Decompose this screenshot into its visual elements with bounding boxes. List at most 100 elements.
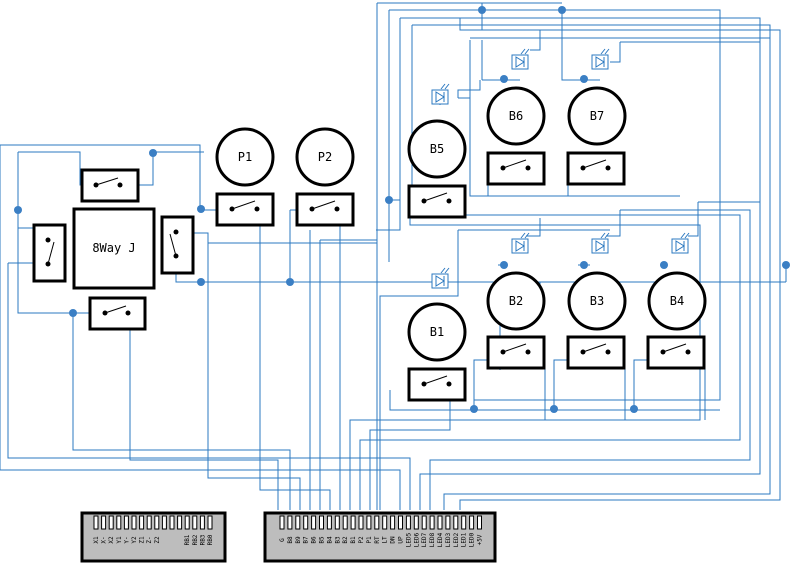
led-5 <box>591 232 610 254</box>
connector-right-pin-label: LED2 <box>453 532 460 547</box>
connector-right-pin-label: LED8 <box>429 532 436 547</box>
connector-right-pin: LED1 <box>461 515 468 547</box>
connector-right-pin: LED8 <box>429 515 436 547</box>
connector-right-pin-label: +5V <box>477 534 484 545</box>
connector-right-pin: LT <box>382 515 389 544</box>
connector-right-pin: LED4 <box>437 515 444 547</box>
connector-left-pin: Y1 <box>116 515 123 544</box>
button-p2-cap <box>295 127 355 187</box>
connector-left-pin-label: Y1 <box>116 536 123 544</box>
connector-right-pin: UP <box>398 515 405 544</box>
button-b3-switch <box>566 335 626 370</box>
connector-left-pin-label: RB1 <box>184 534 191 545</box>
button-b3-label: B3 <box>590 294 604 308</box>
joystick-switch-right <box>160 215 195 275</box>
connector-right-pin-label: P1 <box>366 536 373 544</box>
joystick-body <box>72 207 156 290</box>
connector-right-pin: RT <box>374 515 381 544</box>
connector-right-pin: P2 <box>358 515 365 544</box>
button-p2: P2 <box>295 127 355 227</box>
connector-right-pin: G <box>279 515 286 542</box>
connector-right-pin-label: B7 <box>303 536 310 544</box>
button-b1: B1 <box>407 302 467 402</box>
connector-right-pin-label: LED0 <box>469 532 476 547</box>
connector-right-pin: B4 <box>326 515 333 544</box>
connector-right-pin-label: G <box>279 538 286 542</box>
button-b6-switch <box>486 151 546 186</box>
button-b2-switch <box>486 335 546 370</box>
button-b1-cap <box>407 302 467 362</box>
connector-right-pin-label: B1 <box>350 536 357 544</box>
connector-right-pin-label: B4 <box>326 536 333 544</box>
connector-left-pin-label: Z1 <box>139 536 146 544</box>
connector-right-pin: B9 <box>295 515 302 544</box>
connector-left-pin: RB3 <box>199 515 206 545</box>
connector-right-pin-label: B6 <box>311 536 318 544</box>
joystick-label: 8Way J <box>92 241 135 255</box>
button-p1-label: P1 <box>238 150 252 164</box>
joystick-switch-down <box>88 296 147 331</box>
button-b7: B7 <box>566 86 627 186</box>
button-b5-label: B5 <box>430 142 444 156</box>
connector-right-pin: LED6 <box>413 515 420 547</box>
connector-right-pin: +5V <box>477 515 484 545</box>
button-p2-switch <box>295 192 355 227</box>
connector-right-pin: B2 <box>342 515 349 544</box>
connector-right-pin: LED2 <box>453 515 460 547</box>
joystick-switch-left <box>32 223 67 283</box>
button-b1-switch <box>407 367 467 402</box>
connector-right-pin-label: LED7 <box>421 532 428 547</box>
led-1 <box>511 48 530 70</box>
connector-left-pin: Y2 <box>131 515 138 544</box>
button-b7-cap <box>567 86 627 146</box>
joystick-switch-up <box>80 168 140 203</box>
button-b3-cap <box>567 271 627 331</box>
connector-right-pin: P1 <box>366 515 373 544</box>
connector-right-pin: LED5 <box>405 515 412 547</box>
button-b6: B6 <box>486 86 546 186</box>
button-b3: B3 <box>566 271 627 370</box>
connector-right-pin-label: B3 <box>334 536 341 544</box>
leds <box>431 48 690 289</box>
connector-left-pin-label: X- <box>101 536 108 543</box>
connector-left-pin <box>161 515 167 530</box>
button-b2-label: B2 <box>509 294 523 308</box>
connector-left-pin-label: Z- <box>146 536 153 543</box>
connector-right-pin: LED3 <box>445 515 452 547</box>
connector-right-pin-label: LED1 <box>461 532 468 547</box>
connector-left-pin: RB2 <box>192 515 199 545</box>
button-b2-cap <box>486 271 546 331</box>
button-b6-cap <box>486 86 546 146</box>
connector-right-pin: B8 <box>287 515 294 544</box>
connector-left-pin: X- <box>101 515 108 544</box>
led-4 <box>511 232 530 254</box>
connector-right-pin-label: DN <box>390 536 397 544</box>
connector-right-pin: DN <box>390 515 397 544</box>
button-b6-label: B6 <box>509 109 523 123</box>
connector-right-pin: LED7 <box>421 515 428 547</box>
connector-right-pin-label: LED3 <box>445 532 452 547</box>
connector-left-pin-label: RB2 <box>192 534 199 545</box>
connector-left-pin: Z1 <box>139 515 146 544</box>
connector-right-pin: B3 <box>334 515 341 544</box>
connector-left-pin-label: Y2 <box>131 536 138 544</box>
button-b1-label: B1 <box>430 325 444 339</box>
connector-left-pin-label: RB0 <box>207 534 214 545</box>
connector-left-pin <box>177 515 183 530</box>
connector-right-pin-label: B9 <box>295 536 302 544</box>
connector-left-pin: Z2 <box>154 515 161 544</box>
connector-left-pin: Y- <box>123 515 130 544</box>
button-b5-cap <box>407 119 467 179</box>
connector-left-pin: RB1 <box>184 515 191 545</box>
button-b5-switch <box>407 184 467 219</box>
led-0 <box>431 83 450 105</box>
connector-left-pin: RB0 <box>207 515 214 545</box>
led-3 <box>431 267 450 289</box>
connector-right-pin: LED0 <box>469 515 476 547</box>
connector-right-pin: B1 <box>350 515 357 544</box>
button-b4-switch <box>646 335 706 370</box>
